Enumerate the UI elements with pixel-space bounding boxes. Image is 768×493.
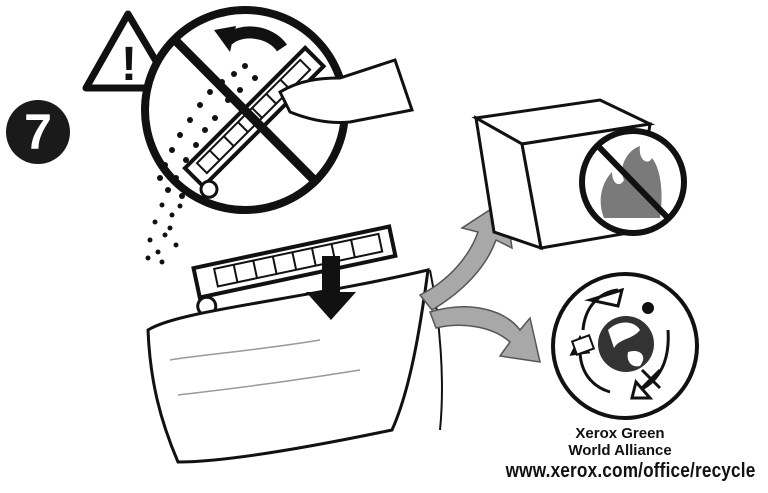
no-incineration-icon xyxy=(582,131,684,233)
plastic-bag xyxy=(148,270,442,462)
step-number-badge: 7 xyxy=(6,100,70,164)
falling-toner xyxy=(146,203,183,265)
warning-symbol: ! xyxy=(121,38,137,91)
recycle-title-line1: Xerox Green xyxy=(540,425,700,442)
recycle-url: www.xerox.com/office/recycle xyxy=(506,460,747,483)
recycle-program-title: Xerox Green World Alliance xyxy=(540,425,700,459)
arrow-to-recycle-icon xyxy=(430,307,540,362)
no-shake-prohibition-icon xyxy=(145,10,412,210)
recycle-title-line2: World Alliance xyxy=(540,442,700,459)
recycle-globe-icon xyxy=(553,274,697,418)
